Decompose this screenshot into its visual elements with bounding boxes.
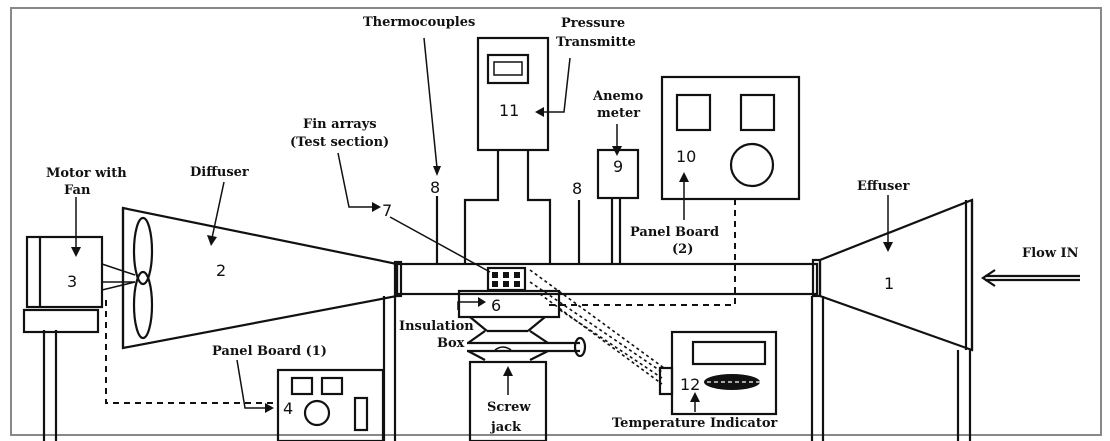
screw-jack: [467, 330, 587, 441]
thermocouple-wires: [529, 269, 665, 385]
motor: [22, 235, 136, 334]
label-panel1: Panel Board (1): [212, 344, 327, 359]
effuser: [818, 198, 974, 352]
label-motor-line1: Motor with: [46, 166, 127, 181]
label-insulation-line1: Insulation: [399, 319, 474, 334]
number-9: 9: [613, 157, 623, 176]
number-12: 12: [680, 375, 700, 394]
label-pressure-line1: Pressure: [561, 16, 625, 31]
label-fin-line2: (Test section): [290, 135, 389, 150]
label-insulation-line2: Box: [437, 336, 465, 351]
label-screw-line2: jack: [490, 420, 522, 435]
number-2: 2: [216, 261, 226, 280]
pressure-transmitter: [463, 36, 552, 264]
number-10: 10: [676, 147, 696, 166]
panel-board-2: [547, 75, 801, 306]
label-effuser: Effuser: [857, 179, 910, 194]
component-numbers: 1 2 3 4 6 7 8 8 9 10 11 12: [67, 101, 894, 418]
label-diffuser: Diffuser: [190, 165, 249, 180]
label-panel2-line2: (2): [672, 242, 693, 257]
number-11: 11: [499, 101, 519, 120]
label-anemo-line2: meter: [597, 106, 640, 121]
diffuser: [121, 206, 399, 350]
leader-arrows: [71, 37, 893, 413]
diagram-border: [10, 7, 1102, 436]
label-panel2-line1: Panel Board: [630, 225, 719, 240]
number-4: 4: [283, 399, 293, 418]
panel-board-1: [105, 300, 385, 441]
number-8a: 8: [430, 178, 440, 197]
flow-in-arrow: [981, 269, 1080, 287]
fin-array: [486, 266, 527, 292]
number-8b: 8: [572, 179, 582, 198]
thermocouple-probes: [435, 196, 581, 264]
number-6: 6: [491, 296, 501, 315]
label-motor-line2: Fan: [64, 183, 91, 198]
temperature-indicator: [658, 330, 778, 416]
label-temperature-indicator: Temperature Indicator: [612, 416, 778, 431]
label-fin-line1: Fin arrays: [303, 117, 377, 132]
label-anemo-line1: Anemo: [592, 89, 644, 104]
number-3: 3: [67, 272, 77, 291]
support-legs: [42, 296, 972, 441]
labels: Thermocouples Pressure Transmitte Anemo …: [46, 15, 1079, 435]
label-thermocouples: Thermocouples: [363, 15, 475, 30]
label-screw-line1: Screw: [487, 400, 531, 415]
number-7: 7: [382, 201, 392, 220]
insulation-box: [457, 289, 561, 333]
label-flow-in: Flow IN: [1022, 246, 1079, 261]
number-1: 1: [884, 274, 894, 293]
label-pressure-line2: Transmitte: [556, 35, 636, 50]
